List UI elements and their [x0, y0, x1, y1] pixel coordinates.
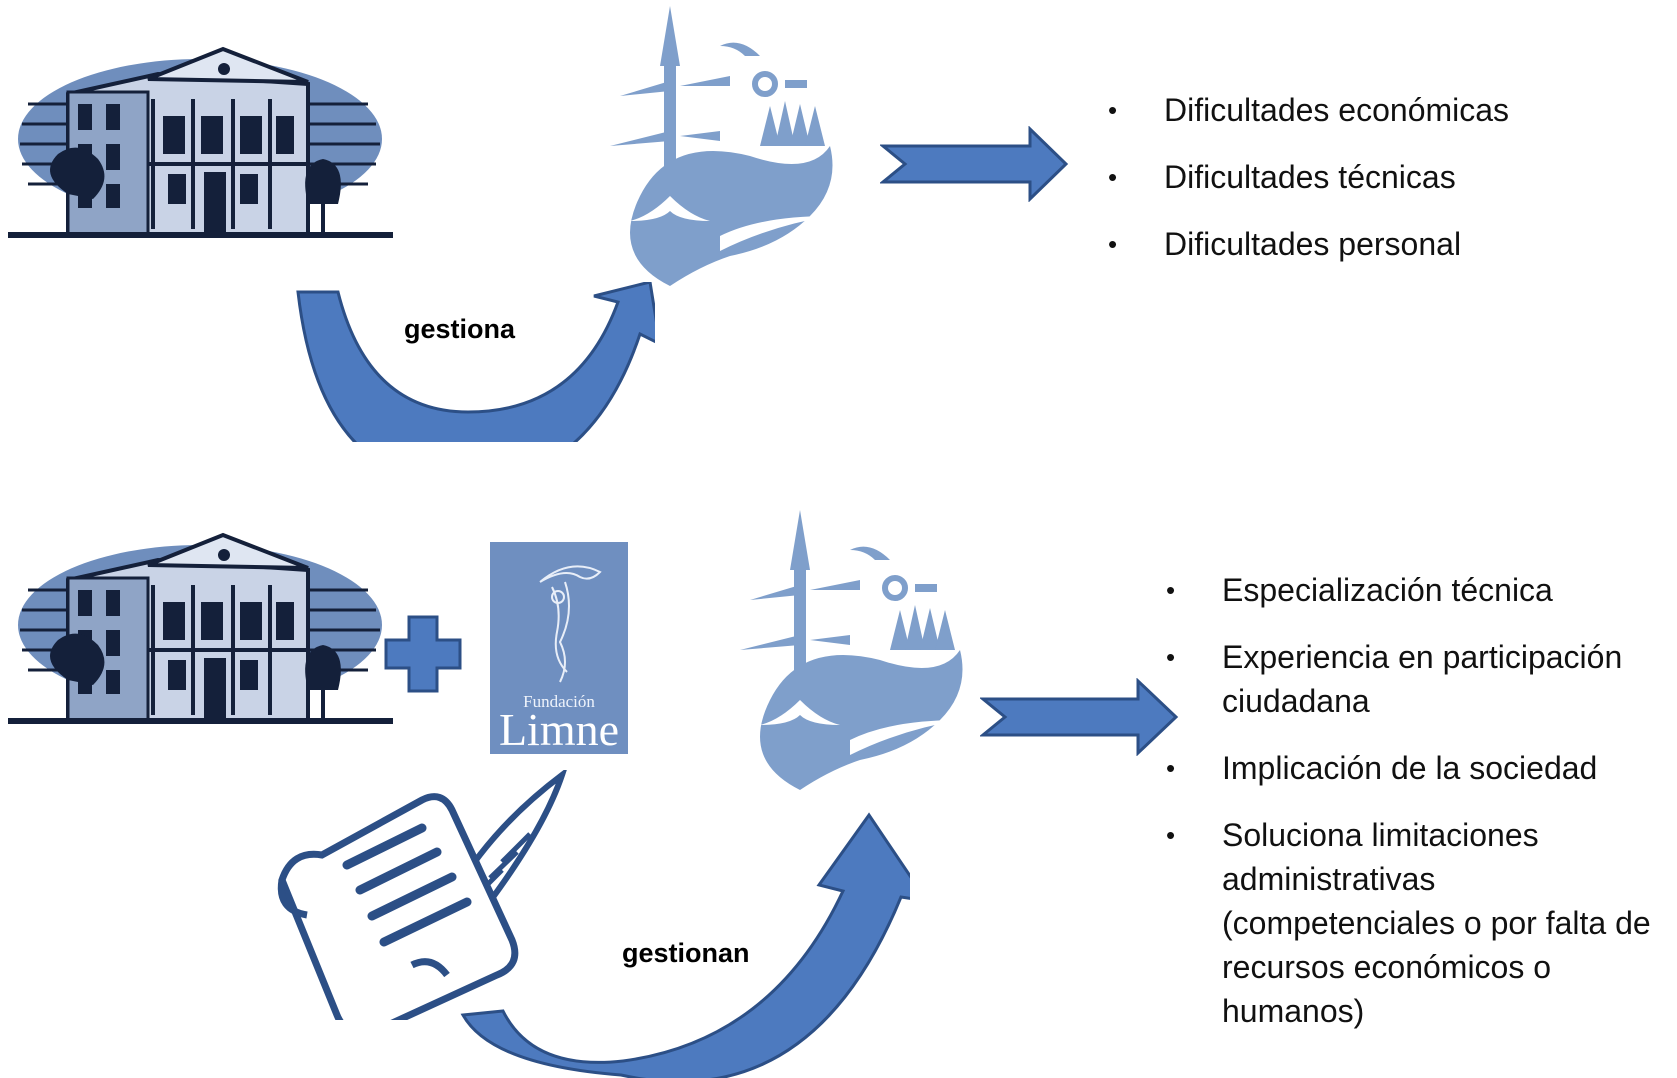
- town-hall-icon: [8, 532, 393, 724]
- limne-logo-line2: Limne: [498, 704, 620, 755]
- list-item: Dificultades técnicas: [1108, 155, 1648, 199]
- flow-label-gestiona: gestiona: [404, 314, 516, 344]
- outcomes-list-top: Dificultades económicas Dificultades téc…: [1108, 88, 1648, 289]
- flow-label-gestionan: gestionan: [622, 938, 750, 968]
- list-item: Experiencia en participación ciudadana: [1166, 635, 1656, 723]
- list-item: Especialización técnica: [1166, 568, 1656, 612]
- dancer-figure-icon: [539, 565, 602, 683]
- right-arrow-icon: [980, 678, 1179, 756]
- nature-park-logo-icon: [610, 6, 833, 286]
- agreement-scroll-icon: [277, 770, 567, 1020]
- list-item: Dificultades personal: [1108, 222, 1648, 266]
- curved-arrow-icon: [296, 282, 655, 442]
- right-arrow-icon: [880, 126, 1069, 202]
- curved-arrow-icon: [460, 812, 910, 1078]
- plus-icon: [384, 615, 462, 693]
- fundacion-limne-logo: Fundación Limne: [490, 542, 628, 754]
- outcomes-list-bottom: Especialización técnica Experiencia en p…: [1166, 568, 1656, 1056]
- list-item: Implicación de la sociedad: [1166, 746, 1656, 790]
- town-hall-icon: [8, 46, 393, 238]
- list-item: Soluciona limitaciones administrativas (…: [1166, 813, 1656, 1033]
- limne-logo-line1: Fundación: [523, 692, 595, 711]
- list-item: Dificultades económicas: [1108, 88, 1648, 132]
- nature-park-logo-icon: [740, 510, 963, 790]
